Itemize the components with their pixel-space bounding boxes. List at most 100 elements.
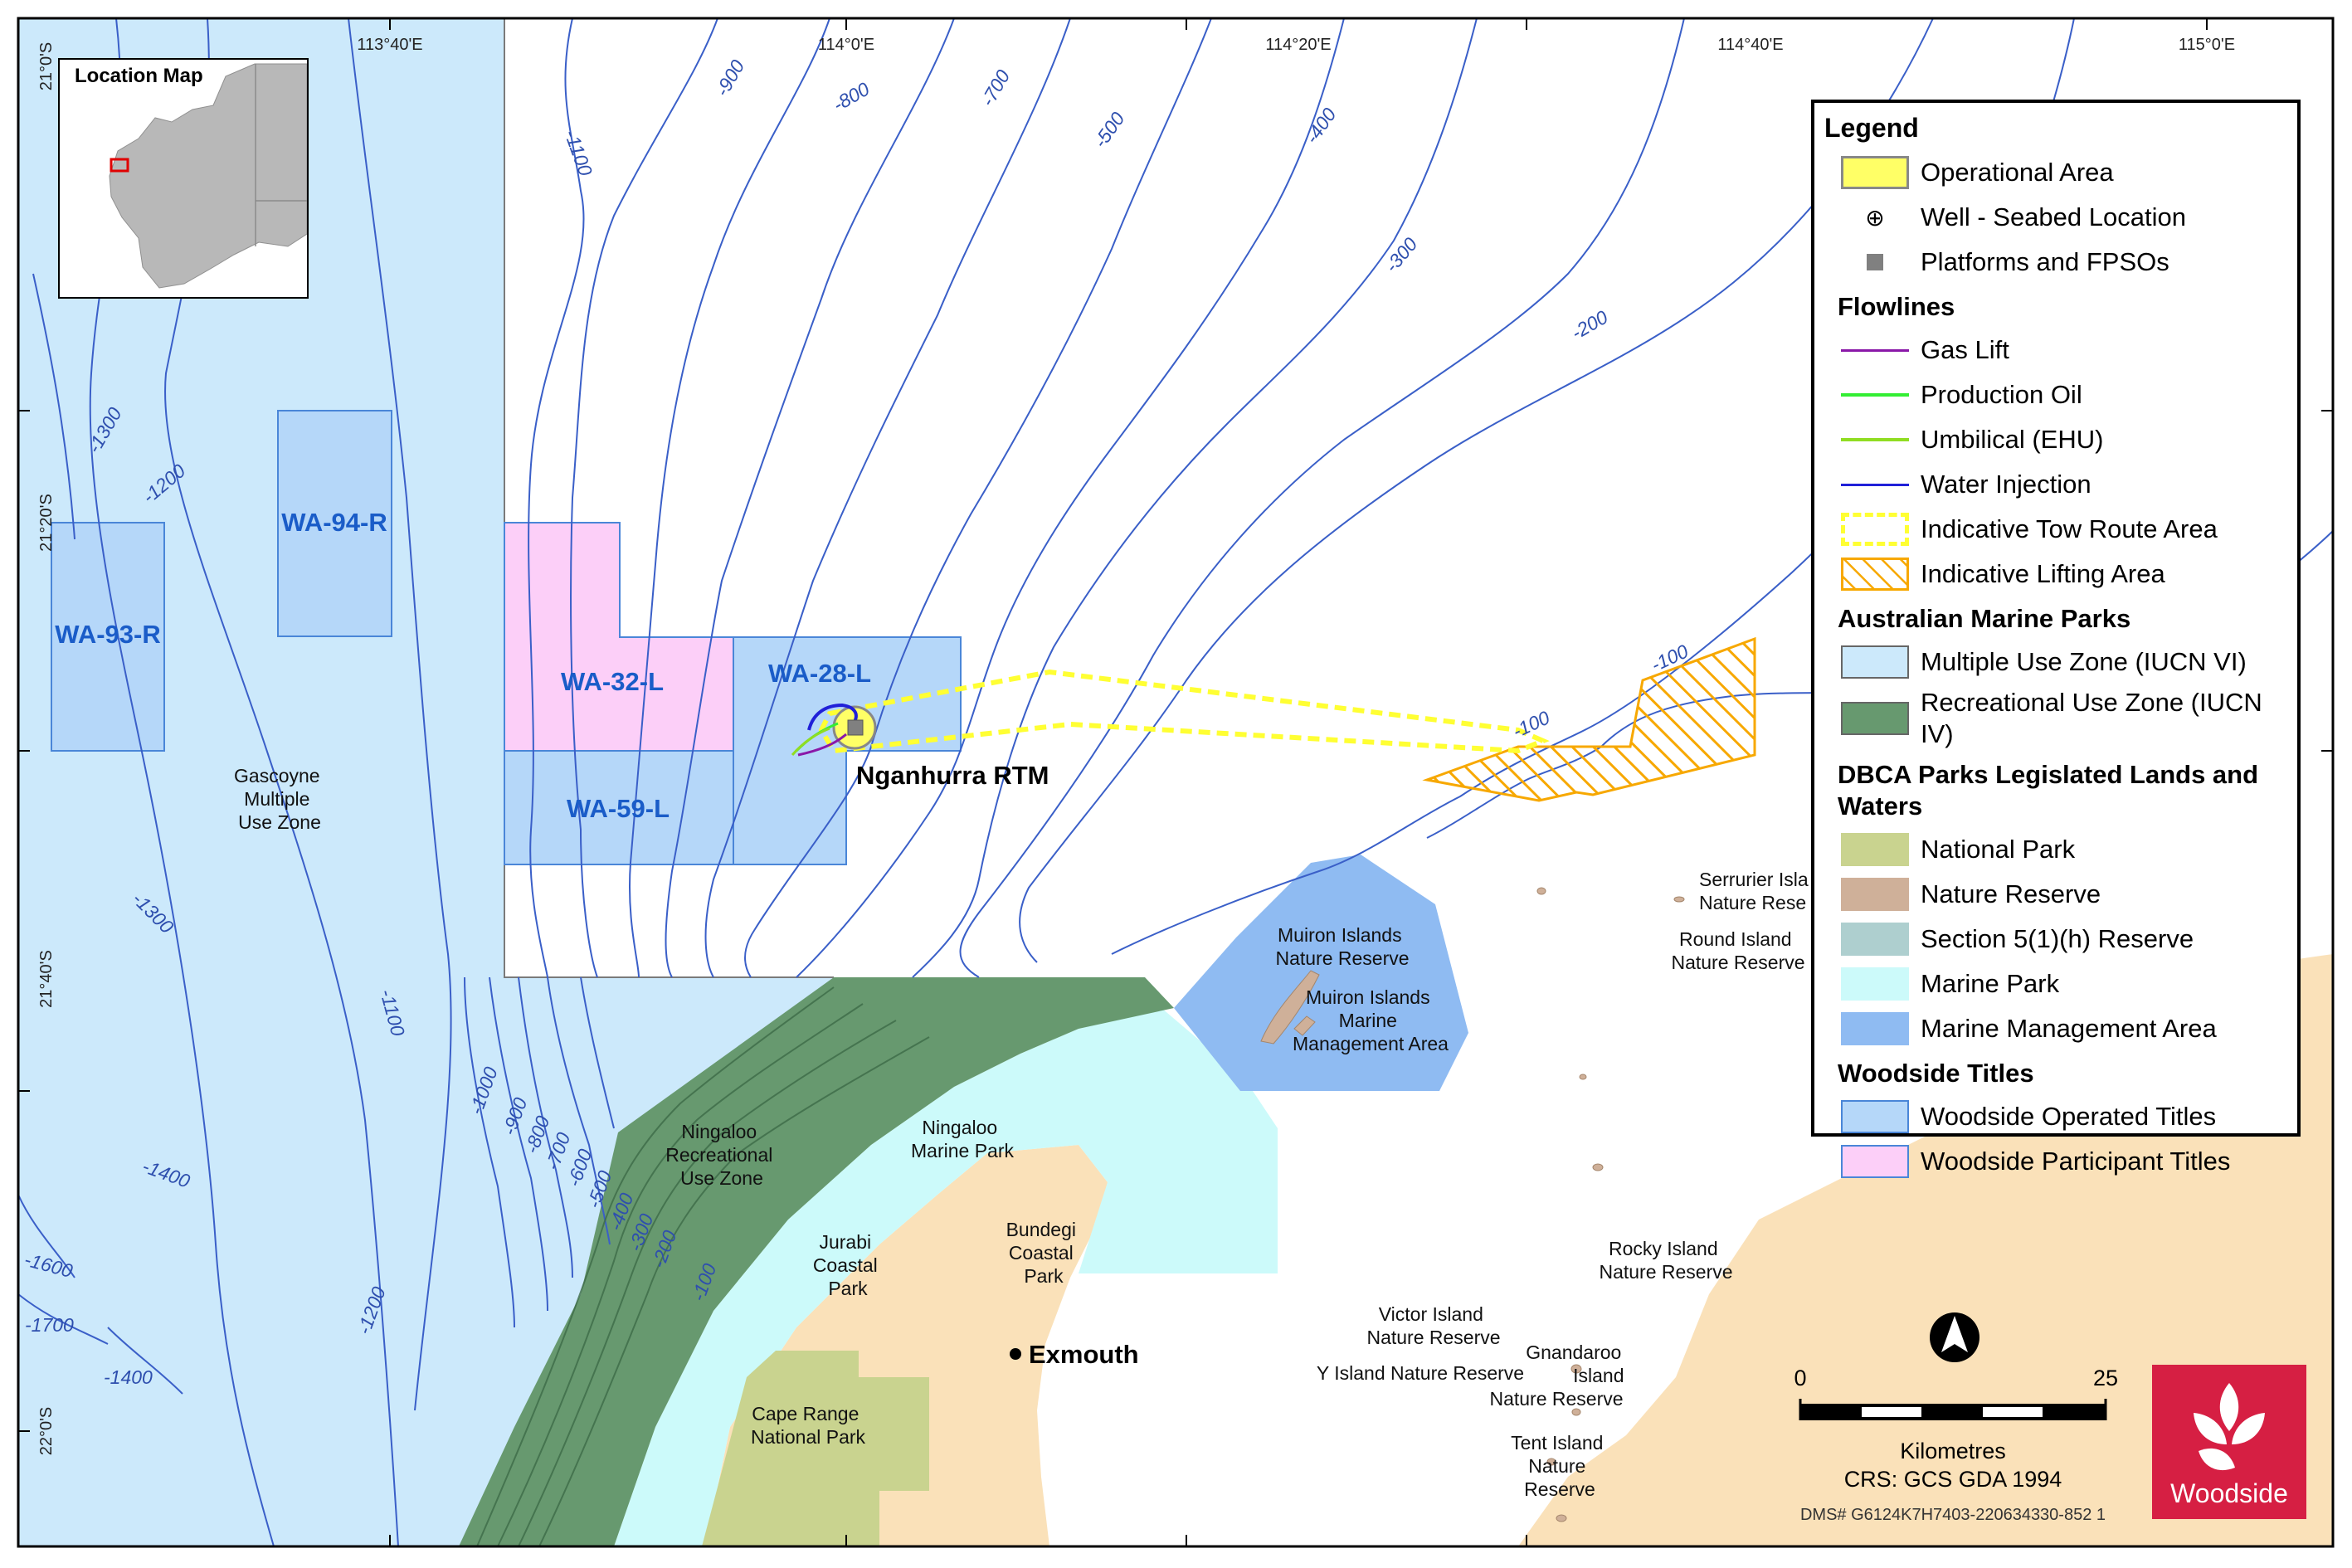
study-area-frame [504,18,834,978]
scale-unit: Kilometres [1900,1439,2006,1463]
scale-bar [1799,1399,2107,1420]
legend-operated: Woodside Operated Titles [1841,1094,2287,1139]
nganhurra-label: Nganhurra RTM [856,761,1049,790]
legend-marine-management: Marine Management Area [1841,1006,2287,1051]
legend-label: National Park [1921,835,2076,864]
woodside-logo: Woodside [2152,1365,2306,1519]
muiron-nr-label: Muiron Islands Nature Reserve [1275,924,1409,969]
legend-gas-lift: Gas Lift [1841,328,2287,373]
platform-icon [1867,254,1883,270]
ningaloo-recreational-use-zone[interactable] [459,977,1174,1546]
exmouth-label: Exmouth [1029,1340,1139,1369]
north-arrow-icon [1930,1312,1979,1362]
legend-multiple-use: Multiple Use Zone (IUCN VI) [1841,640,2287,684]
location-map-title: Location Map [75,65,203,87]
coord-top-115-00: 115°0'E [2179,36,2235,54]
legend-lifting-area: Indicative Lifting Area [1841,552,2287,597]
woodside-wordmark: Woodside [2170,1478,2288,1508]
bundegi-label: Bundegi Coastal Park [1006,1219,1082,1287]
title-label-wa-28-l: WA-28-L [768,659,871,688]
legend: Legend Operational Area ⊕ Well - Seabed … [1811,100,2301,1178]
muiron-island [1260,970,1320,1045]
legend-dbca-title: DBCA Parks Legislated Lands and Waters [1838,760,2259,821]
legend-participant: Woodside Participant Titles [1841,1139,2287,1184]
legend-tow-route: Indicative Tow Route Area [1841,507,2287,552]
legend-label: Platforms and FPSOs [1921,247,2169,276]
ningaloo-marine-park[interactable] [614,1008,1278,1546]
gascoyne-label: Gascoyne Multiple Use Zone [234,765,325,833]
cape-range-national-park[interactable] [702,1351,929,1546]
muiron-mma-label: Muiron Islands Marine Management Area [1293,986,1449,1054]
muiron-management-area[interactable] [1174,855,1468,1091]
gas-lift-flowline [797,733,847,757]
legend-woodside-title: Woodside Titles [1838,1059,2034,1088]
dms-label: DMS# G6124K7H7403-220634330-852 1 [1800,1506,2106,1524]
legend-label: Marine Management Area [1921,1014,2217,1043]
legend-section5: Section 5(1)(h) Reserve [1841,917,2287,962]
coord-left-22-00: 22°0'S [37,1407,56,1456]
contour-label: -1700 [25,1314,74,1336]
coord-top-113-40: 113°40'E [357,36,422,54]
rec-zone-contours [476,986,930,1547]
legend-well: ⊕ Well - Seabed Location [1841,195,2287,240]
coord-left-21-00: 21°0'S [37,42,56,91]
legend-label: Woodside Participant Titles [1921,1147,2231,1176]
water-injection-flowline [807,703,858,731]
legend-water-injection: Water Injection [1841,462,2287,507]
legend-label: Indicative Tow Route Area [1921,514,2218,543]
title-label-wa-32-l: WA-32-L [561,667,664,696]
small-islands [1536,887,1685,1522]
well-icon: ⊕ [1865,204,1885,231]
coord-top-114-40: 114°40'E [1717,36,1783,54]
victor-label: Victor Island Nature Reserve [1366,1303,1500,1348]
legend-umbilical: Umbilical (EHU) [1841,417,2287,462]
map-frame [17,17,2335,1548]
legend-nature-reserve: Nature Reserve [1841,872,2287,917]
legend-label: Marine Park [1921,969,2060,998]
ningaloo-rec-label: Ningaloo Recreational Use Zone [665,1121,778,1189]
cape-range-label: Cape Range National Park [751,1403,866,1448]
legend-title: Legend [1824,113,1919,143]
title-label-wa-59-l: WA-59-L [567,794,670,823]
graticule-ticks [18,18,2333,1546]
contour-label: -1400 [104,1366,153,1388]
scale-end: 25 [2093,1366,2118,1390]
title-wa-94-r[interactable] [277,410,392,637]
coord-top-114-00: 114°0'E [818,36,874,54]
legend-label: Multiple Use Zone (IUCN VI) [1921,647,2247,676]
indicative-tow-route[interactable] [818,669,1550,754]
title-label-wa-93-r: WA-93-R [55,620,160,649]
title-wa-59-l[interactable] [504,750,734,865]
legend-production-oil: Production Oil [1841,373,2287,417]
legend-label: Production Oil [1921,380,2082,409]
legend-label: Section 5(1)(h) Reserve [1921,924,2194,953]
legend-national-park: National Park [1841,827,2287,872]
legend-marine-park: Marine Park [1841,962,2287,1006]
legend-label: Recreational Use Zone (IUCN IV) [1921,688,2262,748]
jurabi-label: Jurabi Coastal Park [813,1231,883,1299]
legend-label: Well - Seabed Location [1921,202,2186,231]
legend-operational-area: Operational Area [1841,150,2287,195]
y-island-label: Y Island Nature Reserve [1317,1362,1524,1384]
legend-label: Nature Reserve [1921,879,2101,908]
tent-label: Tent Island Nature Reserve [1511,1432,1609,1500]
umbilical-flowline [791,727,830,756]
nganhurra-platform[interactable] [847,719,864,736]
round-label: Round Island Nature Reserve [1671,928,1804,973]
ningaloo-mp-label: Ningaloo Marine Park [911,1117,1014,1161]
coord-left-21-20: 21°20'S [37,494,56,552]
scale-start: 0 [1794,1366,1806,1390]
legend-label: Woodside Operated Titles [1921,1102,2217,1131]
woodside-flower-icon [2194,1383,2265,1471]
legend-label: Operational Area [1921,158,2114,187]
legend-flowlines-title: Flowlines [1838,292,1955,321]
exmouth-town-marker[interactable] [1010,1348,1021,1360]
indicative-lifting-area[interactable] [1422,636,1756,802]
title-wa-93-r[interactable] [51,522,165,752]
legend-recreational-use: Recreational Use Zone (IUCN IV) [1841,684,2287,752]
muiron-island-south [1293,1015,1316,1036]
rocky-label: Rocky Island Nature Reserve [1599,1238,1732,1283]
australia-outline [109,63,307,289]
inset-extent-marker [110,158,129,173]
coord-left-21-40: 21°40'S [37,950,56,1008]
